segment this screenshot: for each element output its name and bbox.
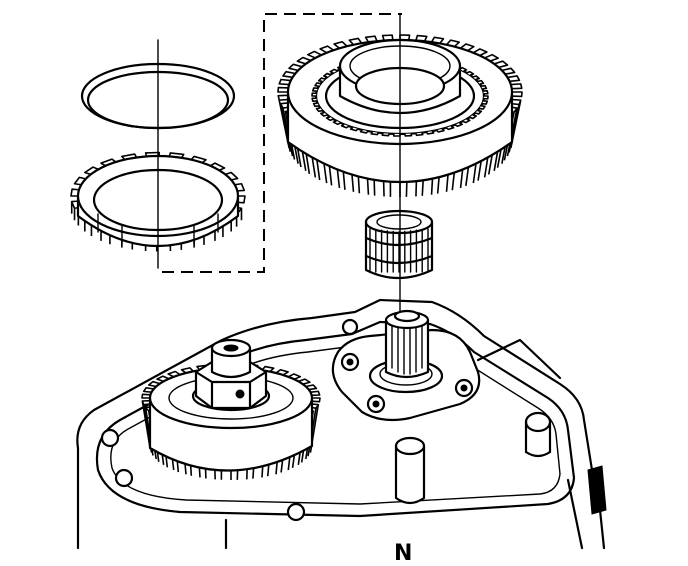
case-bolt-hole — [114, 468, 134, 488]
gear-tooth — [415, 132, 424, 137]
gear-tooth — [225, 171, 239, 181]
case-rib — [476, 338, 562, 380]
gear-tooth — [278, 78, 291, 86]
gear-tooth — [482, 100, 489, 105]
countershaft-stub — [210, 338, 252, 379]
needle-rollers — [369, 228, 429, 273]
case-bolt-hole — [341, 318, 359, 336]
installation-path-leader — [162, 13, 402, 273]
gear-tooth — [445, 125, 455, 131]
gear-tooth — [349, 126, 359, 132]
gear-tooth — [311, 92, 317, 97]
gear-tooth — [483, 95, 489, 100]
gear-tooth — [311, 97, 317, 103]
case-bolt-hole — [100, 428, 120, 448]
gear-tooth — [392, 133, 401, 137]
gear-tooth — [314, 82, 321, 87]
case-shadow-block — [587, 465, 607, 515]
gear-tooth — [472, 75, 480, 81]
gear-tooth — [325, 116, 334, 122]
gear-tooth — [477, 79, 485, 85]
gear-tooth — [511, 91, 523, 98]
gear-tooth — [370, 131, 379, 136]
gear-tooth — [141, 393, 151, 399]
gear-tooth — [84, 166, 99, 176]
gear-tooth — [322, 72, 331, 78]
shift-rail-boss — [394, 436, 426, 505]
gear-tooth — [466, 70, 475, 76]
counter-gear — [141, 338, 321, 480]
gear-tooth — [312, 102, 319, 108]
gear-tooth — [359, 129, 369, 134]
gear-tooth — [315, 107, 323, 113]
gear-tooth — [311, 397, 321, 403]
gear-tooth — [483, 89, 489, 95]
gear-tooth — [209, 162, 226, 171]
gear-tooth — [481, 84, 488, 90]
gear-tooth — [479, 105, 486, 110]
gear-tooth — [462, 118, 471, 124]
needle-bearing — [364, 209, 434, 280]
assembly-centerlines — [157, 13, 401, 313]
gear-tooth — [190, 155, 207, 164]
gear-tooth — [474, 109, 483, 115]
gear-tooth — [507, 75, 521, 83]
gear-tooth — [100, 158, 117, 167]
gear-tooth — [469, 114, 478, 120]
case-bolt-hole — [286, 502, 306, 522]
gear-tooth — [329, 68, 338, 74]
gear-tooth — [332, 120, 341, 126]
gear-tooth — [311, 87, 318, 92]
gear-tooth — [436, 128, 445, 133]
shaft-end — [393, 309, 421, 323]
corner-mark: N — [394, 541, 412, 566]
gear-tooth — [454, 122, 464, 128]
gear-tooth — [404, 133, 413, 137]
gear-tooth — [340, 123, 350, 129]
gear-tooth — [310, 390, 321, 397]
dowel-pin — [524, 411, 552, 458]
main-shaft — [384, 309, 430, 379]
gear-tooth — [320, 111, 328, 117]
case-right-wall — [566, 478, 584, 550]
gear-tooth — [510, 83, 523, 90]
gear-tooth — [277, 86, 289, 93]
gear-tooth — [73, 176, 86, 186]
gear-tooth — [317, 77, 326, 83]
gear-tooth — [381, 132, 390, 137]
gear-tooth — [425, 130, 435, 135]
